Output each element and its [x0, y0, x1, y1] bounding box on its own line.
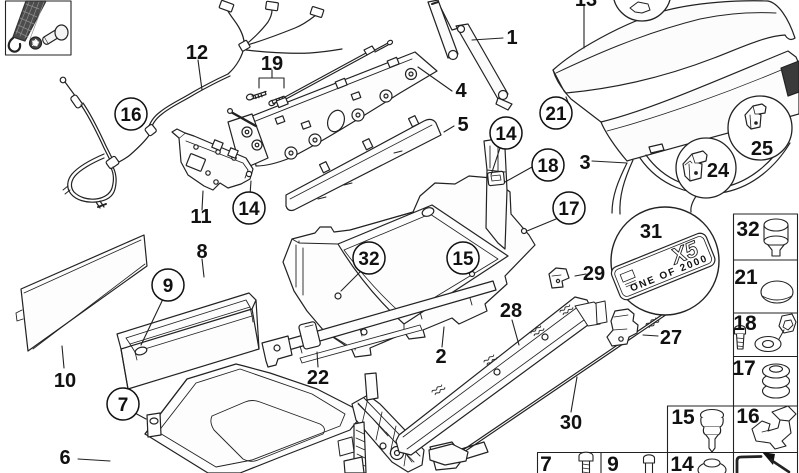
svg-text:5: 5 [457, 114, 468, 136]
svg-text:7: 7 [118, 395, 129, 416]
svg-text:25: 25 [751, 138, 773, 160]
svg-text:4: 4 [455, 80, 467, 102]
svg-text:31: 31 [640, 221, 662, 243]
svg-text:24: 24 [707, 160, 730, 182]
svg-text:27: 27 [660, 327, 682, 349]
svg-text:21: 21 [545, 104, 567, 125]
svg-text:14: 14 [495, 124, 517, 145]
svg-text:12: 12 [186, 42, 208, 64]
svg-text:32: 32 [736, 218, 759, 241]
svg-text:14: 14 [238, 199, 260, 220]
svg-text:15: 15 [671, 406, 695, 429]
svg-text:3: 3 [579, 152, 590, 174]
svg-text:13: 13 [575, 0, 597, 11]
svg-text:15: 15 [452, 249, 474, 270]
svg-text:30: 30 [560, 412, 582, 434]
svg-text:21: 21 [734, 266, 758, 289]
svg-text:2: 2 [435, 346, 446, 368]
svg-text:11: 11 [190, 206, 211, 228]
svg-text:32: 32 [358, 249, 379, 270]
svg-text:19: 19 [261, 53, 283, 75]
svg-text:1: 1 [506, 27, 517, 49]
svg-text:22: 22 [307, 367, 329, 389]
svg-text:28: 28 [500, 300, 522, 322]
svg-text:8: 8 [196, 241, 207, 263]
svg-text:17: 17 [732, 357, 755, 380]
svg-text:16: 16 [120, 105, 141, 126]
svg-text:18: 18 [537, 156, 558, 177]
svg-text:14: 14 [670, 453, 694, 473]
svg-text:6: 6 [59, 447, 70, 469]
svg-text:18: 18 [733, 312, 757, 335]
svg-text:9: 9 [607, 453, 619, 473]
svg-text:7: 7 [540, 453, 552, 473]
svg-text:17: 17 [558, 199, 579, 220]
svg-text:9: 9 [163, 276, 174, 297]
svg-text:29: 29 [583, 263, 605, 285]
svg-text:10: 10 [54, 370, 76, 392]
svg-text:16: 16 [736, 405, 759, 428]
